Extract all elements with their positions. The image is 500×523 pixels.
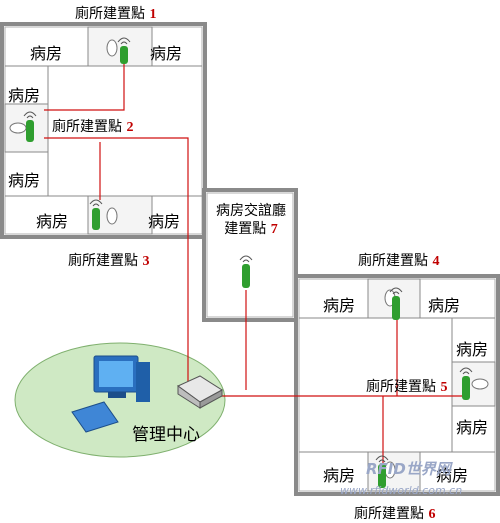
room-label: 病房 <box>148 212 181 231</box>
antenna-4 <box>389 287 403 320</box>
site-label-3: 廁所建置點 3 <box>68 253 150 269</box>
control-center-label: 管理中心 <box>132 425 200 445</box>
watermark-brand: RFID世界网 <box>366 460 451 478</box>
room-label: 病房 <box>456 340 489 359</box>
room-label: 病房 <box>428 296 461 315</box>
lounge-building <box>202 188 298 322</box>
site-label-6: 廁所建置點 6 <box>354 506 436 522</box>
room-label: 病房 <box>150 44 183 63</box>
management-center-zone <box>14 342 226 458</box>
lounge-label-line1: 病房交誼廳 <box>216 203 286 219</box>
network-switch-icon <box>177 375 223 409</box>
room-label: 病房 <box>30 44 63 63</box>
lounge-label-line2: 建置點 7 <box>224 221 278 237</box>
computer-icon <box>71 355 150 433</box>
room-label: 病房 <box>323 466 356 485</box>
room-label: 病房 <box>36 212 69 231</box>
antenna-7 <box>239 255 253 288</box>
antenna-2 <box>23 111 37 142</box>
watermark-url: www.rfidworld.com.cn <box>340 484 463 497</box>
antenna-5 <box>459 367 473 400</box>
room-label: 病房 <box>8 171 41 190</box>
antenna-3 <box>89 199 103 230</box>
room-label: 病房 <box>456 418 489 437</box>
toilet-fixtures <box>9 39 489 479</box>
antenna-1 <box>117 37 131 64</box>
site-label-5: 廁所建置點 5 <box>366 379 448 395</box>
room-label: 病房 <box>8 86 41 105</box>
site-label-2: 廁所建置點 2 <box>52 119 134 135</box>
antenna-6 <box>375 455 389 488</box>
site-label-4: 廁所建置點 4 <box>358 253 440 269</box>
site-label-1: 廁所建置點 1 <box>75 6 157 22</box>
network-wiring <box>44 60 470 474</box>
room-label: 病房 <box>323 296 356 315</box>
lounge-label: 病房交誼廳 建置點 7 <box>210 202 292 239</box>
room-label: 病房 <box>436 466 469 485</box>
